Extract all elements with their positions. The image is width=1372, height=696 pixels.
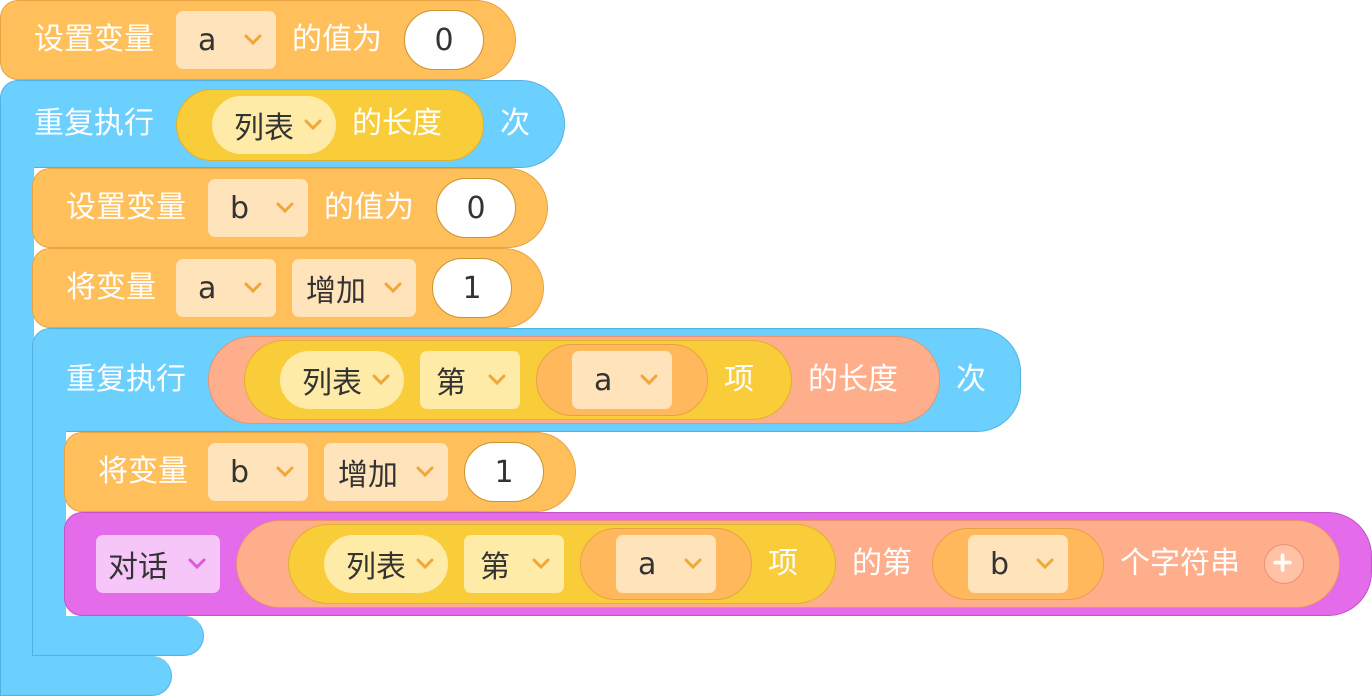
add-argument-button[interactable] — [1264, 544, 1304, 584]
item-label: 项 — [724, 362, 754, 397]
repeat-outer-arm — [0, 160, 34, 696]
variable-name: b — [990, 546, 1010, 582]
variable-b-dropdown[interactable]: b — [968, 535, 1068, 593]
chevron-down-icon — [372, 374, 390, 386]
chevron-down-icon — [532, 558, 550, 570]
value-input[interactable]: 0 — [436, 178, 516, 238]
repeat-inner-foot — [32, 616, 204, 656]
value-input[interactable]: 1 — [432, 258, 512, 318]
variable-name: a — [594, 362, 613, 398]
list-dropdown[interactable]: 列表 — [212, 96, 336, 154]
repeat-label: 重复执行 — [34, 106, 154, 141]
chevron-down-icon — [244, 34, 262, 46]
dialog-label: 对话 — [108, 550, 168, 585]
list-name: 列表 — [234, 111, 294, 146]
chevron-down-icon — [384, 282, 402, 294]
ordinal-dropdown[interactable]: 第 — [464, 535, 564, 593]
variable-b-dropdown[interactable]: b — [208, 443, 308, 501]
length-label: 的长度 — [352, 106, 442, 141]
variable-a-dropdown[interactable]: a — [572, 351, 672, 409]
chevron-down-icon — [640, 374, 658, 386]
chevron-down-icon — [1036, 558, 1054, 570]
chevron-down-icon — [416, 558, 434, 570]
chevron-down-icon — [276, 466, 294, 478]
repeat-outer-foot — [0, 656, 172, 696]
operation-dropdown[interactable]: 增加 — [324, 443, 448, 501]
list-dropdown[interactable]: 列表 — [280, 351, 404, 409]
chevron-down-icon — [416, 466, 434, 478]
list-dropdown[interactable]: 列表 — [324, 535, 448, 593]
value-input[interactable]: 0 — [404, 10, 484, 70]
variable-a-dropdown[interactable]: a — [176, 259, 276, 317]
chevron-down-icon — [488, 374, 506, 386]
chevron-down-icon — [684, 558, 702, 570]
ordinal-label: 第 — [480, 550, 510, 585]
ordinal-dropdown[interactable]: 第 — [420, 351, 520, 409]
list-name: 列表 — [302, 366, 362, 401]
operation-dropdown[interactable]: 增加 — [292, 259, 416, 317]
ordinal-label: 第 — [436, 366, 466, 401]
plus-icon — [1273, 553, 1292, 572]
chevron-down-icon — [276, 202, 294, 214]
set-variable-label: 设置变量 — [66, 190, 186, 225]
variable-name: a — [638, 546, 657, 582]
value-is-label: 的值为 — [292, 22, 382, 57]
repeat-label: 重复执行 — [66, 362, 186, 397]
set-variable-label: 设置变量 — [34, 22, 154, 57]
times-label: 次 — [956, 362, 986, 397]
char-suffix-label: 个字符串 — [1120, 546, 1240, 581]
chevron-down-icon — [244, 282, 262, 294]
char-prefix-label: 的第 — [852, 546, 912, 581]
variable-name: b — [230, 190, 250, 226]
operation-name: 增加 — [306, 274, 366, 309]
list-name: 列表 — [346, 550, 406, 585]
variable-name: a — [198, 22, 217, 58]
change-variable-label: 将变量 — [66, 270, 156, 305]
value-input[interactable]: 1 — [464, 442, 544, 502]
variable-name: b — [230, 454, 250, 490]
length-label: 的长度 — [808, 362, 898, 397]
value-is-label: 的值为 — [324, 190, 414, 225]
chevron-down-icon — [188, 558, 206, 570]
variable-a-dropdown[interactable]: a — [616, 535, 716, 593]
chevron-down-icon — [304, 119, 322, 131]
variable-name: a — [198, 270, 217, 306]
variable-b-dropdown[interactable]: b — [208, 179, 308, 237]
times-label: 次 — [500, 106, 530, 141]
operation-name: 增加 — [338, 458, 398, 493]
item-label: 项 — [768, 546, 798, 581]
variable-a-dropdown[interactable]: a — [176, 11, 276, 69]
change-variable-label: 将变量 — [98, 454, 188, 489]
dialog-dropdown[interactable]: 对话 — [96, 535, 220, 593]
